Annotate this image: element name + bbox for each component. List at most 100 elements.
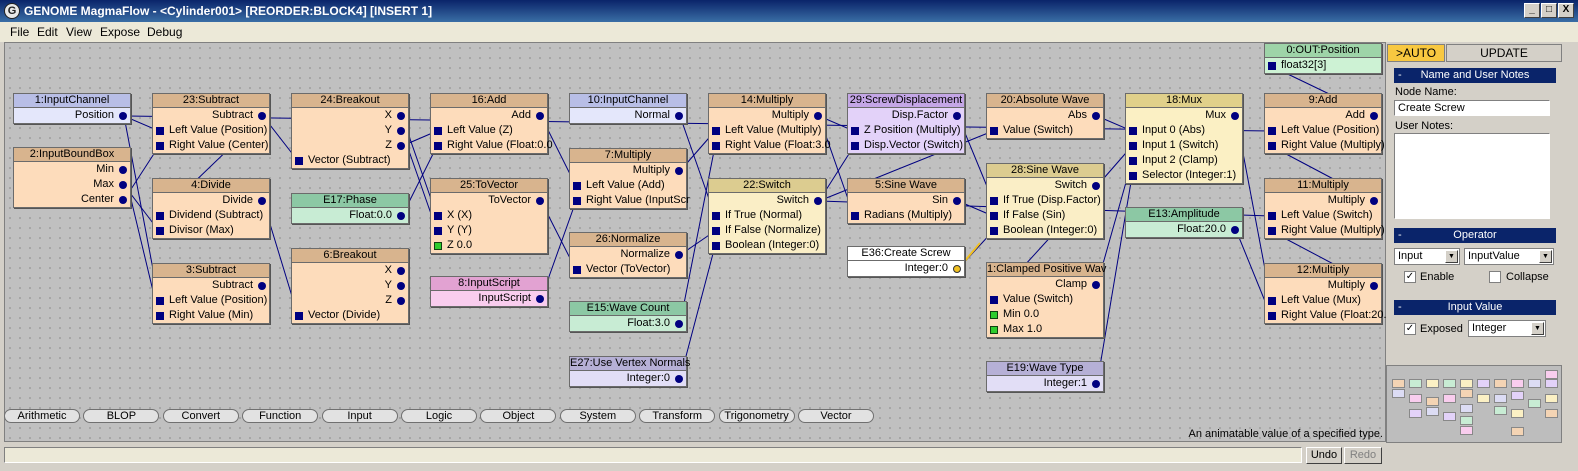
node-title[interactable]: 11:Multiply [1265,179,1381,193]
category-tab[interactable]: Function [242,409,319,423]
output-socket[interactable] [258,282,266,290]
output-socket[interactable] [814,197,822,205]
input-socket[interactable] [712,212,720,220]
category-tab[interactable]: Convert [162,409,239,423]
input-socket[interactable] [434,242,442,250]
output-socket[interactable] [953,112,961,120]
input-socket[interactable] [712,127,720,135]
category-tab[interactable]: Object [480,409,557,423]
category-tab[interactable]: Vector [798,409,874,423]
enable-checkbox[interactable]: ✓ [1404,271,1416,283]
node-title[interactable]: 26:Normalize [570,233,686,247]
category-tab[interactable]: BLOP [83,409,160,423]
redo-button[interactable]: Redo [1344,447,1382,464]
input-socket[interactable] [990,311,998,319]
input-socket[interactable] [156,312,164,320]
output-socket[interactable] [675,167,683,175]
tab-auto[interactable]: >AUTO [1387,44,1445,62]
output-socket[interactable] [258,112,266,120]
value-type-select[interactable]: Integer▼ [1468,320,1546,337]
output-socket[interactable] [119,196,127,204]
output-socket[interactable] [675,112,683,120]
input-socket[interactable] [156,227,164,235]
node-title[interactable]: E15:Wave Count [570,302,686,316]
output-socket[interactable] [1092,281,1100,289]
menu-file[interactable]: File [10,25,30,39]
input-socket[interactable] [990,296,998,304]
output-socket[interactable] [397,142,405,150]
output-socket[interactable] [119,181,127,189]
input-socket[interactable] [1268,297,1276,305]
node-title[interactable]: 28:Sine Wave [987,164,1103,178]
node-title[interactable]: 2:InputBoundBox [14,148,130,162]
output-socket[interactable] [536,197,544,205]
node-title[interactable]: 8:InputScript [431,277,547,291]
input-socket[interactable] [156,127,164,135]
category-tab[interactable]: Trigonometry [718,409,795,423]
node-title[interactable]: 3:Subtract [153,264,269,278]
node-title[interactable]: 4:Divide [153,179,269,193]
category-tab[interactable]: Transform [639,409,716,423]
output-socket[interactable] [397,212,405,220]
node-title[interactable]: 9:Add [1265,94,1381,108]
category-tab[interactable]: Input [321,409,398,423]
node-title[interactable]: E36:Create Screw [848,247,964,261]
input-socket[interactable] [712,242,720,250]
minimize-button[interactable]: _ [1524,3,1540,18]
node-title[interactable]: 10:InputChannel [570,94,686,108]
input-socket[interactable] [990,227,998,235]
node-title[interactable]: E17:Phase [292,194,408,208]
input-socket[interactable] [434,212,442,220]
node-title[interactable]: E27:Use Vertex Normals [570,357,691,371]
node-title[interactable]: 16:Add [431,94,547,108]
node-title[interactable]: 14:Multiply [709,94,825,108]
input-socket[interactable] [1268,312,1276,320]
node-name-field[interactable]: Create Screw [1394,100,1550,116]
menu-debug[interactable]: Debug [147,25,183,39]
input-socket[interactable] [295,157,303,165]
input-socket[interactable] [990,212,998,220]
output-socket[interactable] [1231,112,1239,120]
output-socket[interactable] [953,197,961,205]
node-title[interactable]: 20:Absolute Wave [987,94,1103,108]
output-socket[interactable] [119,166,127,174]
node-title[interactable]: 24:Breakout [292,94,408,108]
input-socket[interactable] [990,197,998,205]
category-tab[interactable]: System [559,409,636,423]
input-value-section-header[interactable]: -Input Value [1394,300,1556,315]
input-socket[interactable] [1129,127,1137,135]
node-title[interactable]: 5:Sine Wave [848,179,964,193]
output-socket[interactable] [675,375,683,383]
input-socket[interactable] [851,212,859,220]
input-socket[interactable] [1268,227,1276,235]
input-socket[interactable] [573,182,581,190]
output-socket[interactable] [397,267,405,275]
output-socket[interactable] [397,127,405,135]
category-tab[interactable]: Logic [401,409,477,423]
output-socket[interactable] [1092,182,1100,190]
input-socket[interactable] [1268,142,1276,150]
maximize-button[interactable]: □ [1541,3,1557,18]
node-title[interactable]: 29:ScrewDisplacement [848,94,964,108]
output-socket[interactable] [1092,112,1100,120]
output-socket[interactable] [119,112,127,120]
